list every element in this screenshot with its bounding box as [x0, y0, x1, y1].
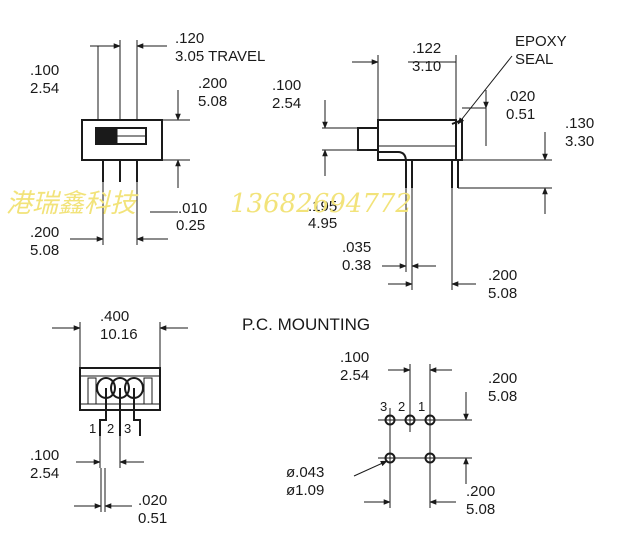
pc-hole-in: ø.043 — [286, 464, 324, 481]
side-height-mm: 3.30 — [565, 133, 594, 150]
front-offset-in: .010 — [178, 200, 207, 217]
pc-pin-label-1: 1 — [418, 399, 425, 414]
pc-bottom-mm: 5.08 — [466, 501, 495, 518]
pc-pitch-mm: 2.54 — [340, 367, 369, 384]
front-offset-mm: 0.25 — [176, 217, 205, 234]
side-lead-bend — [378, 151, 407, 188]
side-lead-len-in: .195 — [308, 198, 337, 215]
watermark-phone: 13682694772 — [230, 189, 412, 219]
pc-mounting-title: P.C. MOUNTING — [242, 315, 370, 334]
front-slider-slot — [95, 127, 147, 145]
pc-row-in: .200 — [488, 370, 517, 387]
bottom-pin-label-3: 3 — [124, 421, 131, 436]
front-height-in: .200 — [198, 75, 227, 92]
front-travel-in: .120 — [175, 30, 204, 47]
pc-pin-label-2: 2 — [398, 399, 405, 414]
watermark-company: 港瑞鑫科技 — [6, 189, 139, 219]
pc-mounting-view: P.C. MOUNTING 3 2 1 .100 2.54 .200 5.08 … — [242, 315, 517, 518]
side-epoxy-label-2: SEAL — [515, 51, 553, 68]
bottom-pitch-in: .100 — [30, 447, 59, 464]
side-height-in: .130 — [565, 115, 594, 132]
side-act-mm: 2.54 — [272, 95, 301, 112]
front-height-mm: 5.08 — [198, 93, 227, 110]
side-act-in: .100 — [272, 77, 301, 94]
side-seal-in: .020 — [506, 88, 535, 105]
watermark: 港瑞鑫科技 13682694772 — [6, 189, 412, 219]
side-top-in: .122 — [412, 40, 441, 57]
side-actuator — [357, 127, 379, 151]
bottom-lead-in: .020 — [138, 492, 167, 509]
side-epoxy-label-1: EPOXY — [515, 33, 567, 50]
side-lead-len-mm: 4.95 — [308, 215, 337, 232]
bottom-pin-label-2: 2 — [107, 421, 114, 436]
bottom-pin-label-1: 1 — [89, 421, 96, 436]
pc-pin-label-3: 3 — [380, 399, 387, 414]
side-lead-pitch-mm: 5.08 — [488, 285, 517, 302]
pc-bottom-in: .200 — [466, 483, 495, 500]
side-view: EPOXY SEAL .122 3.10 .100 2.54 .020 0.51… — [272, 33, 594, 302]
front-switch-body — [81, 119, 163, 161]
bottom-lead-mm: 0.51 — [138, 510, 167, 527]
side-lead-pitch-in: .200 — [488, 267, 517, 284]
bottom-width-in: .400 — [100, 308, 129, 325]
front-width-in: .100 — [30, 62, 59, 79]
front-travel-mm: 3.05 TRAVEL — [175, 48, 265, 65]
front-pitch-in: .200 — [30, 224, 59, 241]
front-view: .120 3.05 TRAVEL .100 2.54 .200 5.08 .20… — [30, 30, 265, 259]
side-lead-thk-in: .035 — [342, 239, 371, 256]
side-lead-thk-mm: 0.38 — [342, 257, 371, 274]
bottom-width-mm: 10.16 — [100, 326, 138, 343]
pc-pitch-in: .100 — [340, 349, 369, 366]
side-switch-body — [377, 119, 457, 161]
bottom-view: 1 2 3 .400 10.16 .100 2.54 .020 0.51 — [30, 308, 188, 527]
side-seal-mm: 0.51 — [506, 106, 535, 123]
bottom-pitch-mm: 2.54 — [30, 465, 59, 482]
front-slider-knob — [96, 128, 118, 144]
front-width-mm: 2.54 — [30, 80, 59, 97]
pc-hole-mm: ø1.09 — [286, 482, 324, 499]
side-top-mm: 3.10 — [412, 58, 441, 75]
front-pitch-mm: 5.08 — [30, 242, 59, 259]
pc-row-mm: 5.08 — [488, 388, 517, 405]
